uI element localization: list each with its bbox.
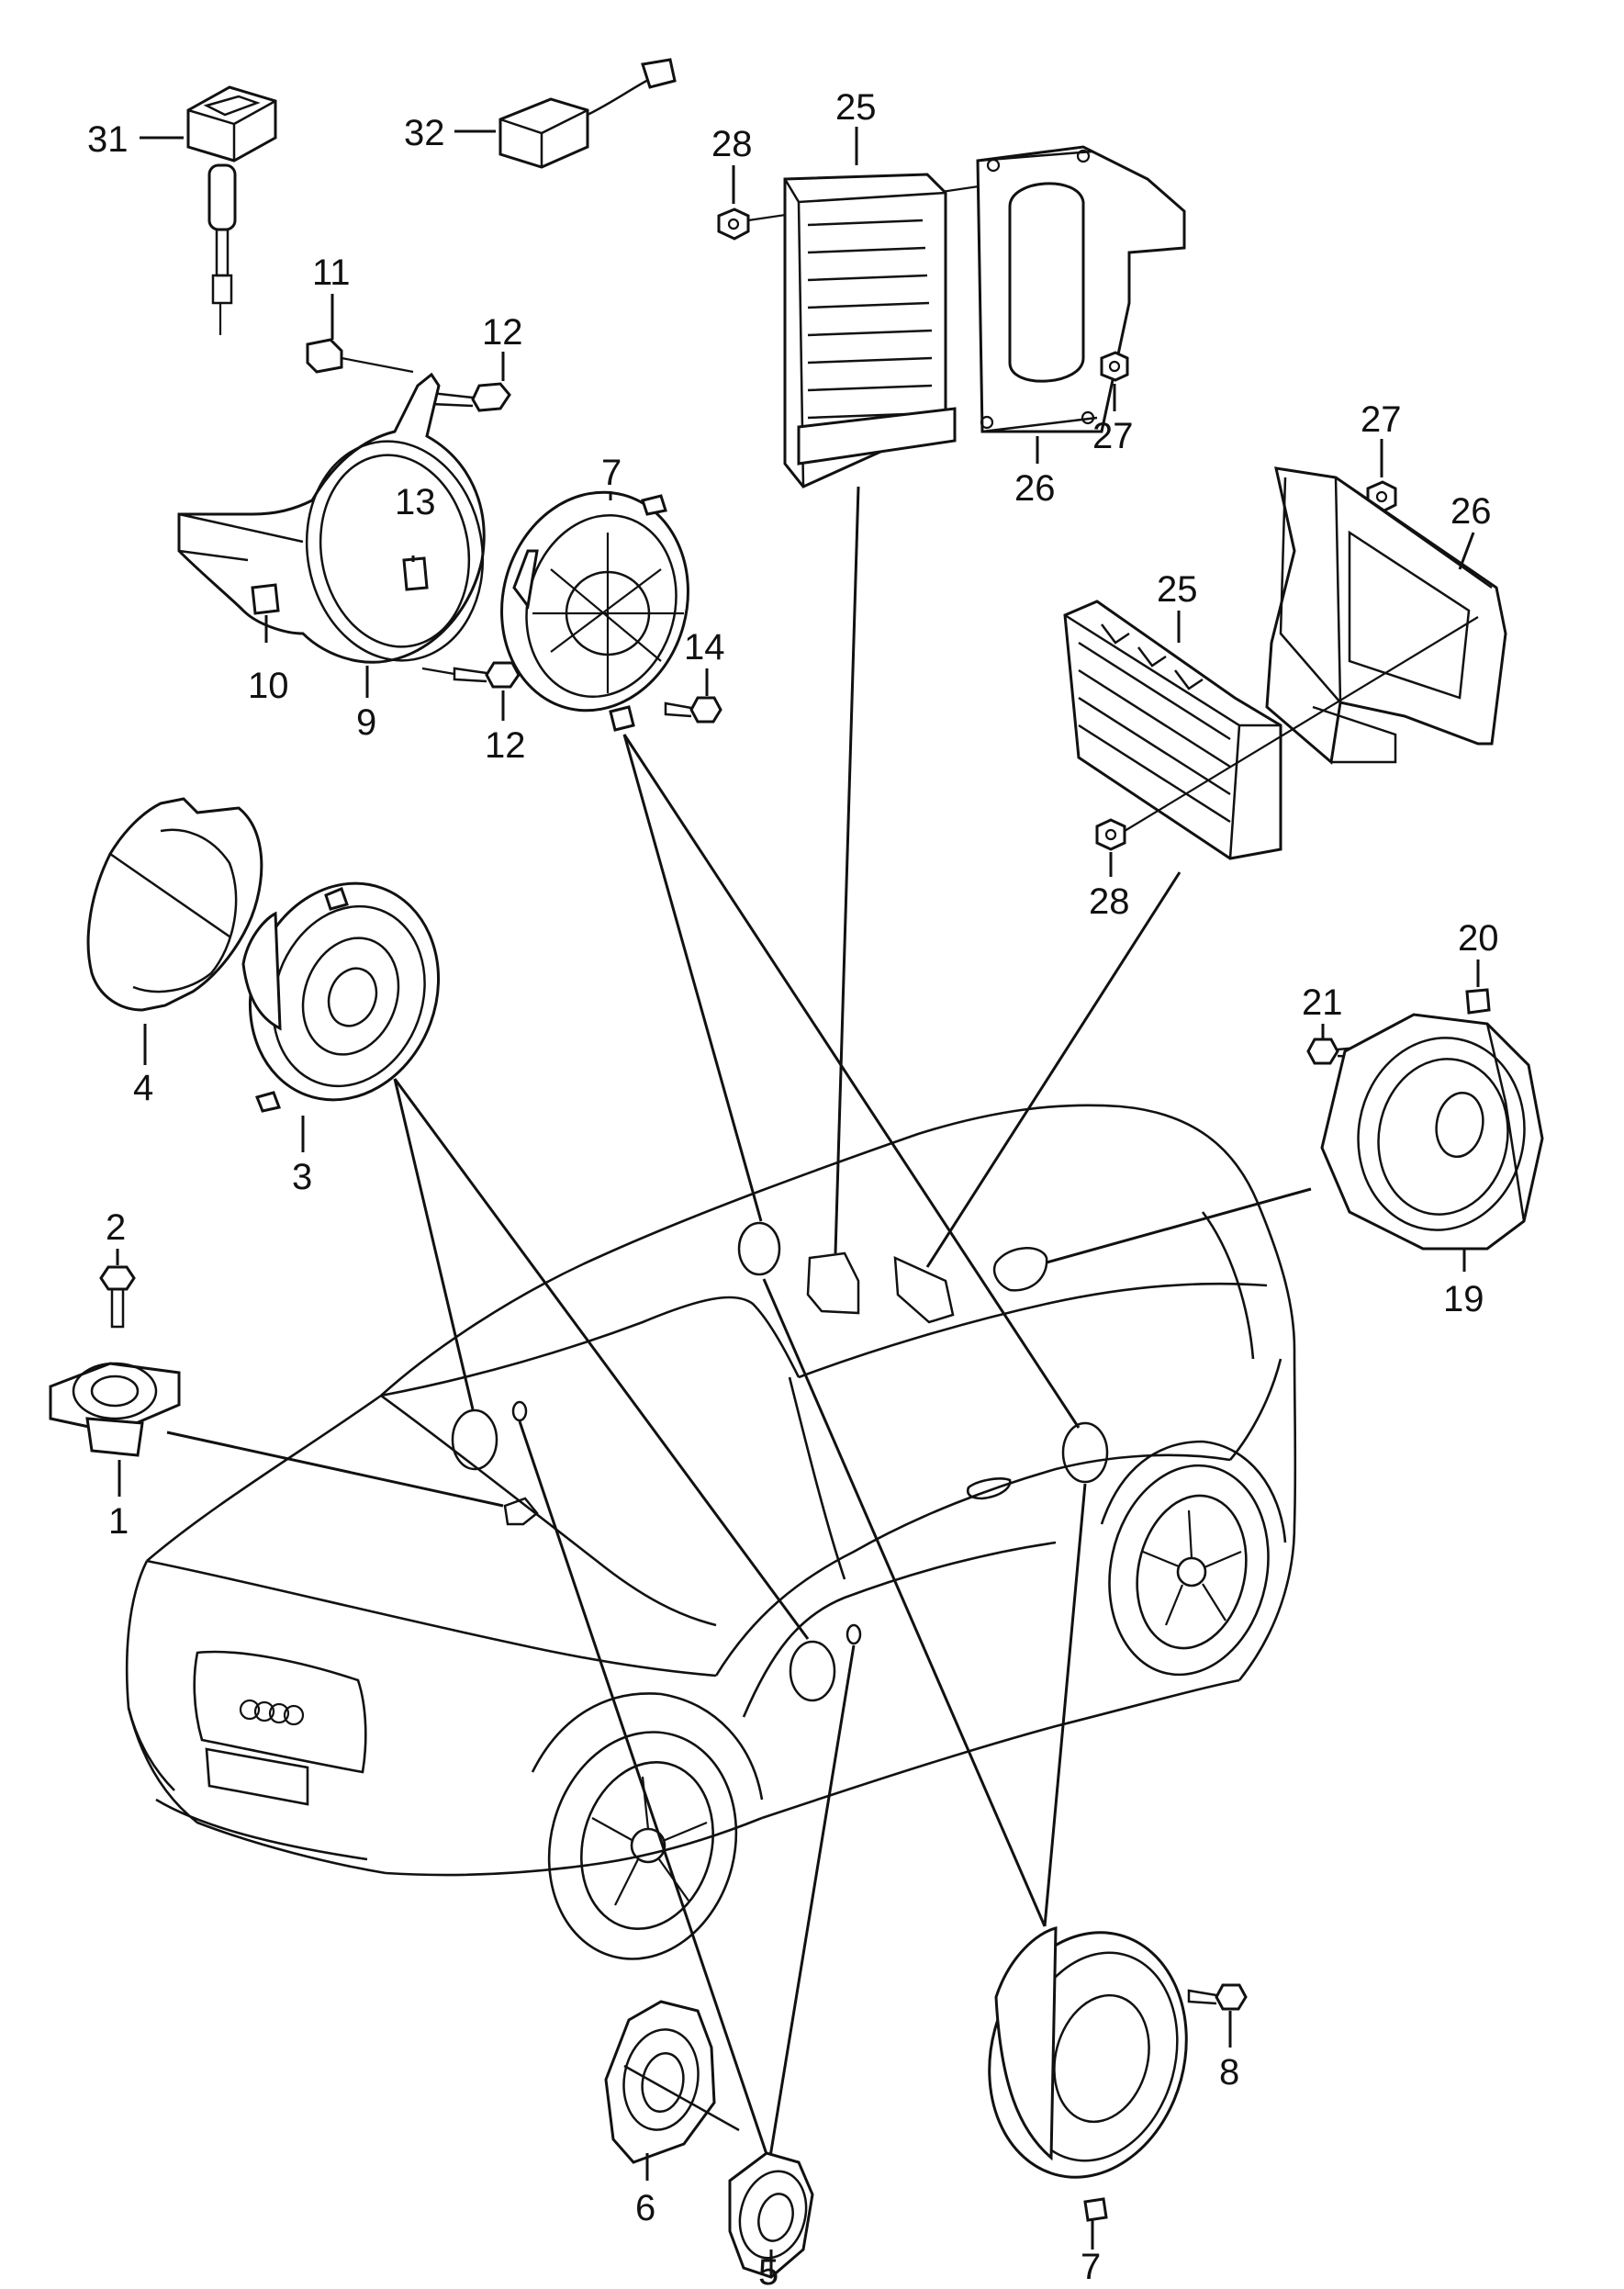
- part-8-screw: [1187, 1983, 1248, 2011]
- callout-1: 1: [108, 1501, 129, 1542]
- part-25-amplifier: [783, 173, 957, 488]
- car-subwoofer-spot: [992, 1247, 1048, 1292]
- part-26-bracket: [976, 145, 1186, 433]
- car-tweeter-hole-door: [846, 1623, 862, 1645]
- callout-2: 2: [106, 1207, 126, 1248]
- callout-14: 14: [684, 627, 725, 668]
- audi-logo: [239, 1699, 305, 1726]
- part-7-speaker-bottom: [988, 1926, 1188, 2222]
- part-4-speaker-ring: [86, 797, 263, 1012]
- car-outline: [125, 1104, 1297, 1960]
- car-speaker-hole-door: [789, 1640, 836, 1702]
- callout-21: 21: [1302, 982, 1343, 1023]
- callout-19: 19: [1443, 1279, 1484, 1319]
- callout-9: 9: [356, 702, 376, 743]
- callout-28: 28: [1089, 881, 1130, 922]
- part-9-speaker-bracket: [177, 372, 486, 664]
- part-10-clip: [251, 583, 280, 615]
- callout-11: 11: [312, 252, 351, 293]
- part-5-tweeter: [728, 2151, 814, 2279]
- part-1-tweeter: [49, 1362, 181, 1457]
- callout-3: 3: [292, 1157, 312, 1197]
- part-32-connector: [498, 58, 677, 169]
- callout-26: 26: [1450, 491, 1492, 532]
- callout-26: 26: [1014, 468, 1056, 509]
- part-7-speaker-top: [500, 490, 689, 732]
- car-amp-spot-1: [806, 1251, 860, 1315]
- car-speaker-hole-front-door: [451, 1408, 498, 1471]
- callout-labels: 31 32 28 25 11 12 13 7 10 9 12 14 27 26 …: [87, 87, 1499, 2289]
- car-rear-side-speaker-spot: [1061, 1421, 1109, 1484]
- callout-32: 32: [404, 113, 445, 153]
- part-6-tweeter-bracket: [604, 2000, 740, 2164]
- callout-12: 12: [482, 312, 523, 353]
- part-3-speaker: [241, 881, 441, 1113]
- callout-27: 27: [1361, 399, 1402, 440]
- callout-13: 13: [395, 482, 436, 522]
- callout-20: 20: [1458, 918, 1499, 959]
- part-19-speaker-enclosure: [1320, 1013, 1544, 1251]
- callout-28: 28: [711, 124, 753, 164]
- front-wheel: [547, 1731, 738, 1960]
- part-25-amplifier-right: [1063, 600, 1282, 860]
- part-12-screw-top: [430, 382, 511, 412]
- part-20-clip: [1465, 988, 1491, 1015]
- car-dash-speaker-spot: [503, 1497, 539, 1526]
- part-28-nut-right: [1095, 616, 1479, 851]
- part-13-clip: [402, 556, 429, 591]
- part-14-screw: [664, 696, 722, 724]
- part-27-nut: [1100, 351, 1129, 382]
- part-2-screw: [99, 1265, 136, 1329]
- callout-7: 7: [1081, 2247, 1101, 2287]
- callout-10: 10: [248, 666, 289, 706]
- part-31-antenna-module: [186, 85, 277, 335]
- callout-8: 8: [1219, 2052, 1239, 2093]
- car-tweeter-hole-front: [511, 1400, 528, 1422]
- callout-27: 27: [1092, 416, 1134, 456]
- callout-5: 5: [758, 2252, 778, 2289]
- callout-7: 7: [601, 453, 622, 493]
- car-rear-speaker-spot: [737, 1221, 781, 1276]
- leader-lines: [166, 486, 1312, 2163]
- callout-25: 25: [835, 87, 877, 128]
- rear-wheel: [1108, 1464, 1270, 1677]
- callout-4: 4: [133, 1068, 153, 1108]
- callout-6: 6: [635, 2188, 655, 2228]
- car-amp-spot-2: [893, 1255, 955, 1324]
- callout-31: 31: [87, 119, 129, 160]
- callout-12: 12: [485, 725, 526, 766]
- callout-leaders: [116, 127, 1480, 2277]
- part-26-bracket-right: [1265, 466, 1507, 765]
- callout-25: 25: [1157, 569, 1198, 610]
- part-11-clip: [306, 338, 414, 374]
- part-12-screw-lower: [421, 661, 521, 689]
